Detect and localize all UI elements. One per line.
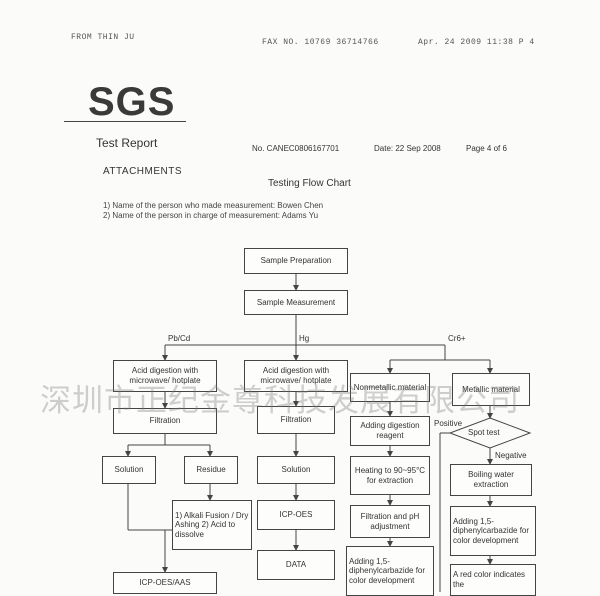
cr-boiling-water-extraction-box: Boiling water extraction [450, 464, 532, 496]
attachments-label: ATTACHMENTS [103, 166, 183, 177]
branch-label-hg: Hg [299, 334, 310, 343]
flow-chart-title: Testing Flow Chart [268, 178, 351, 189]
positive-label: Positive [434, 419, 463, 428]
branch-label-pbcd: Pb/Cd [168, 334, 191, 343]
negative-label: Negative [495, 451, 527, 460]
hg-solution-box: Solution [257, 456, 335, 484]
report-title: Test Report [96, 136, 158, 150]
cr-metallic-material-box: Metallic material [452, 373, 530, 406]
cr-red-color-indicates-box: A red color indicates the [450, 564, 536, 596]
hg-icp-oes-box: ICP-OES [257, 500, 335, 530]
hg-acid-digestion-box: Acid digestion with microwave/ hotplate [244, 360, 348, 392]
fax-number: FAX NO. 10769 36714766 [262, 38, 379, 47]
hg-data-box: DATA [257, 550, 335, 580]
report-number: No. CANEC0806167701 [252, 144, 340, 153]
branch-label-cr: Cr6+ [448, 334, 466, 343]
cr-nonmetallic-color-development-box: Adding 1,5-diphenylcarbazide for color d… [346, 546, 434, 596]
pbcd-residue-box: Residue [184, 456, 238, 484]
sample-preparation-box: Sample Preparation [244, 248, 348, 274]
spot-test-diamond-label: Spot test [468, 428, 500, 437]
report-page: Page 4 of 6 [466, 144, 507, 153]
logo-underline [64, 121, 186, 122]
fax-date-page: Apr. 24 2009 11:38 P 4 [418, 38, 535, 47]
pbcd-icp-oes-aas-box: ICP-OES/AAS [113, 572, 217, 594]
hg-filtration-box: Filtration [257, 406, 335, 434]
cr-metallic-color-development-box: Adding 1,5-diphenylcarbazide for color d… [450, 506, 536, 556]
cr-nonmetallic-material-box: Nonmetallic material [350, 373, 430, 402]
cr-filtration-ph-box: Filtration and pH adjustment [350, 505, 430, 538]
sgs-logo: SGS [88, 80, 176, 124]
fax-from: FROM THIN JU [71, 33, 135, 42]
person-in-charge: 2) Name of the person in charge of measu… [103, 211, 319, 220]
report-date: Date: 22 Sep 2008 [374, 144, 441, 153]
cr-adding-digestion-reagent-box: Adding digestion reagent [350, 416, 430, 446]
sample-measurement-box: Sample Measurement [244, 290, 348, 315]
company-watermark: 深圳市正纪金尊科技发展有限公司 [40, 383, 520, 419]
pbcd-filtration-box: Filtration [113, 408, 217, 434]
pbcd-acid-digestion-box: Acid digestion with microwave/ hotplate [113, 360, 217, 392]
pbcd-alkali-fusion-box: 1) Alkali Fusion / Dry Ashing 2) Acid to… [172, 500, 252, 550]
cr-heating-extraction-box: Heating to 90~95°C for extraction [350, 456, 430, 495]
pbcd-solution-box: Solution [102, 456, 156, 484]
person-measurement: 1) Name of the person who made measureme… [103, 201, 324, 210]
